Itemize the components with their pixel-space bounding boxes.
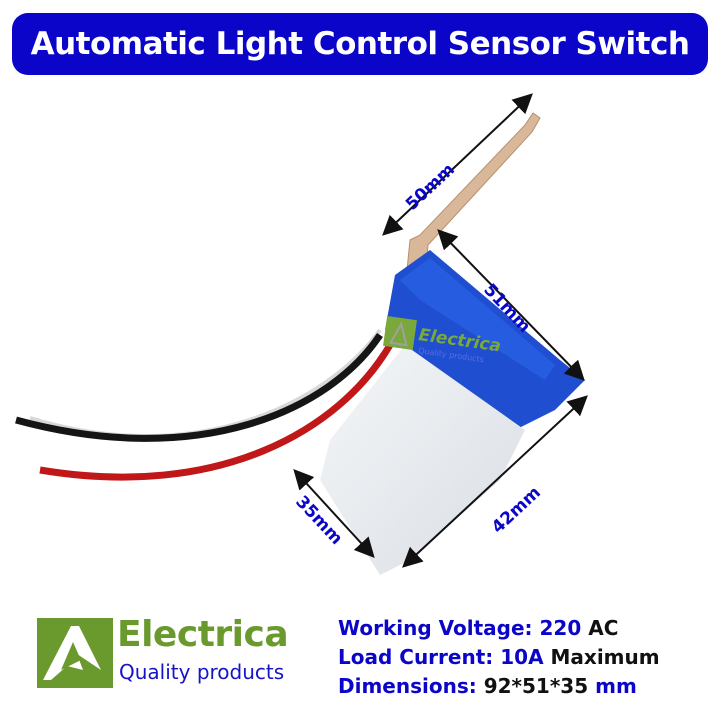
dimension-arrow-35 (293, 469, 375, 558)
spec-label: Load Current: (338, 645, 494, 669)
dimension-arrow-51 (437, 229, 585, 381)
spec-value: 10A (500, 645, 544, 669)
product-image: Electrica Quality products 50mm 51mm 35m… (0, 80, 720, 590)
spec-working-voltage: Working Voltage: 220 AC (338, 614, 660, 643)
page-title: Automatic Light Control Sensor Switch (30, 26, 690, 62)
specifications: Working Voltage: 220 AC Load Current: 10… (338, 614, 660, 701)
red-wire (39, 343, 394, 481)
brand-logo: Electrica Quality products (37, 614, 289, 696)
spec-load-current: Load Current: 10A Maximum (338, 643, 660, 672)
spec-label: Dimensions: (338, 674, 477, 698)
spec-unit: AC (588, 616, 619, 640)
dimension-arrow-50 (382, 93, 533, 236)
spec-unit: Maximum (550, 645, 660, 669)
logo-brand-name: Electrica (117, 614, 289, 655)
spec-dimensions: Dimensions: 92*51*35 mm (338, 672, 660, 701)
dimension-arrow-42 (402, 395, 588, 568)
spec-label: Working Voltage: (338, 616, 533, 640)
logo-tagline: Quality products (119, 660, 285, 684)
spec-unit: mm (595, 674, 637, 698)
spec-value: 220 (539, 616, 582, 640)
spec-value: 92*51*35 (483, 674, 589, 698)
logo-mark-icon (37, 618, 113, 688)
black-wire (15, 333, 383, 442)
title-banner: Automatic Light Control Sensor Switch (12, 13, 708, 75)
